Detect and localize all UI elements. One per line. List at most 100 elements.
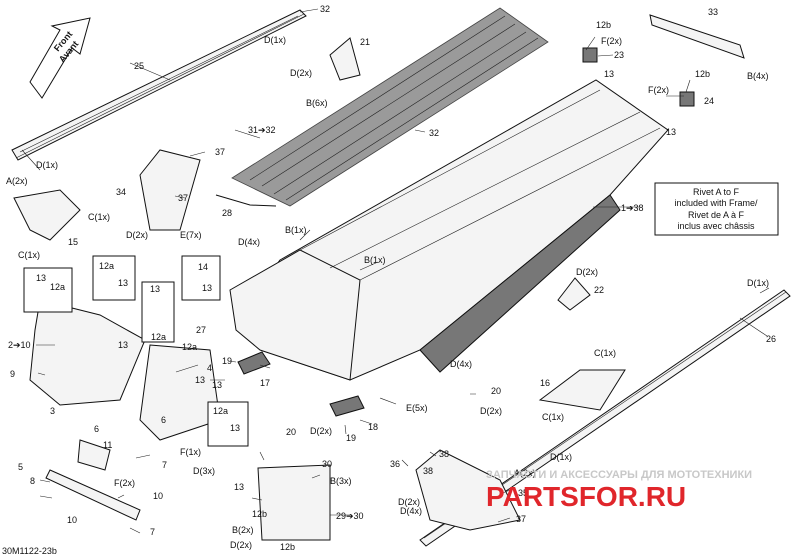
callout: 2➔10 [8, 340, 31, 350]
callout: 7 [150, 527, 155, 537]
gusset-21 [329, 37, 361, 81]
detail-box-14-13 [181, 255, 221, 301]
callout: 13 [36, 273, 46, 283]
rivet-label: C(1x) [594, 348, 616, 358]
callout: 38 [439, 449, 449, 459]
cast-part-4 [139, 344, 221, 441]
rivet-label: C(1x) [542, 412, 564, 422]
callout: 36 [390, 459, 400, 469]
callout: 35 [518, 488, 528, 498]
rivet-label: A(2x) [6, 176, 28, 186]
callout: 12b [695, 69, 710, 79]
watermark-text: ЗАПЧАСТИ И АКСЕССУАРЫ ДЛЯ МОТОТЕХНИКИ [486, 469, 752, 481]
callout: 27 [196, 325, 206, 335]
rivet-label: D(2x) [126, 230, 148, 240]
callout: 13 [230, 423, 240, 433]
rivet-label: B(2x) [232, 525, 254, 535]
callout: 17 [260, 378, 270, 388]
callout: 12a [182, 342, 197, 352]
svg-text:Rivet de A à F: Rivet de A à F [688, 210, 745, 220]
rivet-label: D(2x) [310, 426, 332, 436]
callout: 12a [151, 332, 166, 342]
callout: 3 [50, 406, 55, 416]
rivet-label: B(3x) [330, 476, 352, 486]
callout: 13 [234, 482, 244, 492]
callout: 7 [162, 460, 167, 470]
rivet-label: D(3x) [193, 466, 215, 476]
callout: 16 [540, 378, 550, 388]
callout: 5 [18, 462, 23, 472]
cooler-29 [257, 464, 331, 541]
callout: 12b [252, 509, 267, 519]
note-box: Rivet A to F included with Frame/ Rivet … [654, 182, 779, 236]
callout: 6 [94, 424, 99, 434]
callout: 1➔38 [621, 203, 644, 213]
callout: 32 [320, 4, 330, 14]
rivet-label: E(5x) [406, 403, 428, 413]
callout: 23 [614, 50, 624, 60]
callout: 22 [594, 285, 604, 295]
rivet-label: D(4x) [400, 506, 422, 516]
rivet-label: B(1x) [285, 225, 307, 235]
bracket-35 [415, 449, 521, 531]
callout: 37 [178, 193, 188, 203]
callout: 37 [516, 514, 526, 524]
callout: 37 [215, 147, 225, 157]
callout: 11 [103, 440, 112, 450]
callout: 18 [368, 422, 378, 432]
rivet-label: D(4x) [450, 359, 472, 369]
callout: 31➔32 [248, 125, 276, 135]
callout: 10 [153, 491, 163, 501]
rivet-label: C(1x) [88, 212, 110, 222]
rivet-label: D(2x) [398, 497, 420, 507]
callout: 20 [286, 427, 296, 437]
callout: 21 [360, 37, 370, 47]
rivet-label: B(6x) [306, 98, 328, 108]
rivet-label: F(2x) [601, 36, 622, 46]
callout: 13 [666, 127, 676, 137]
bracket-11 [77, 439, 111, 471]
rivet-label: D(2x) [480, 406, 502, 416]
bar-5 [45, 469, 141, 521]
detail-box-12a-13 [92, 255, 136, 301]
heat-exchanger-31 [231, 7, 549, 207]
rivet-label: B(4x) [747, 71, 769, 81]
rivet-label: C(1x) [18, 250, 40, 260]
bar-33 [649, 14, 745, 59]
svg-text:inclus avec châssis: inclus avec châssis [677, 221, 755, 231]
callout: 13 [118, 278, 128, 288]
callout: 4 [207, 363, 212, 373]
rivet-label: D(1x) [264, 35, 286, 45]
bracket-28 [215, 194, 277, 207]
callout: 9 [10, 369, 15, 379]
diagram-id: 30M1122-23b [2, 546, 57, 556]
bracket-23 [582, 47, 598, 63]
front-arrow-icon [29, 17, 91, 99]
detail-box-13-12a-center [141, 281, 175, 343]
callout: 12b [596, 20, 611, 30]
watermark-logo: PARTSFOR.RU [486, 481, 686, 512]
tunnel-frame-1 [229, 79, 669, 381]
callout: 19 [222, 356, 232, 366]
plate-15 [13, 189, 81, 241]
rail-25 [11, 9, 307, 161]
callout: 13 [118, 340, 128, 350]
callout: 12a [213, 406, 228, 416]
callout: 29➔30 [336, 511, 364, 521]
callout: 24 [704, 96, 714, 106]
footrest-18 [329, 395, 365, 417]
callouts: 1➔38 2➔10 3 4 5 6 6 7 7 8 9 10 10 11 12a… [8, 4, 776, 552]
callout: 13 [604, 69, 614, 79]
callout: 13 [212, 380, 222, 390]
bracket-34 [139, 149, 201, 231]
callout: 25 [134, 61, 144, 71]
bracket-16 [538, 369, 626, 411]
detail-box-12a-13-lower [207, 401, 249, 447]
callout: 14 [198, 262, 208, 272]
callout: 33 [708, 7, 718, 17]
gusset-22 [557, 277, 591, 311]
callout: 10 [67, 515, 77, 525]
callout: 13 [150, 284, 160, 294]
